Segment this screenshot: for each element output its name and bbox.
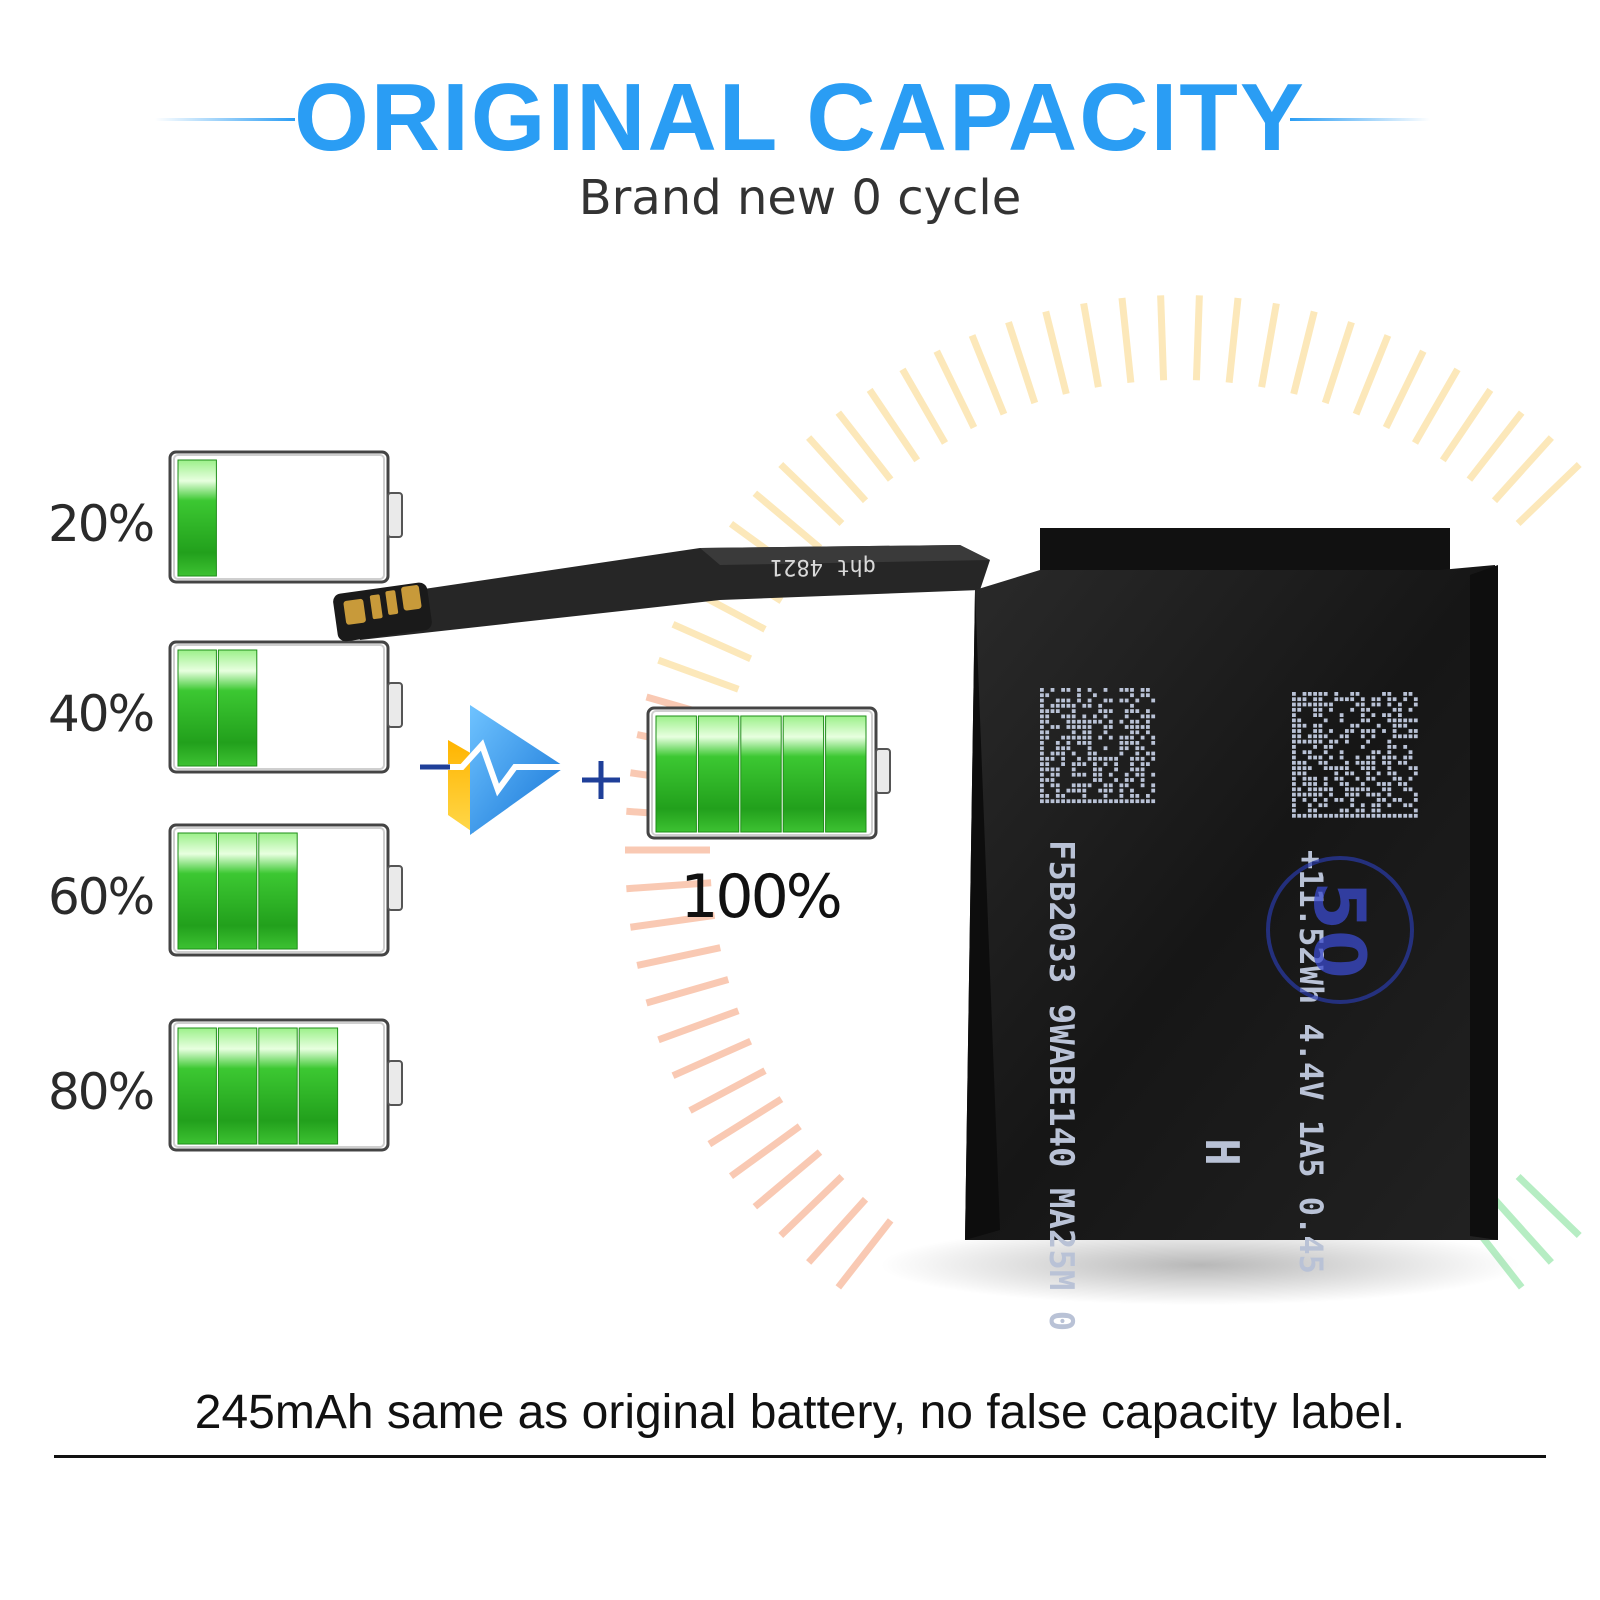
capacity-claim: 245mAh same as original battery, no fals… — [194, 1386, 1406, 1439]
ring-tick — [1491, 1196, 1554, 1265]
battery-cell — [177, 649, 217, 767]
battery-cell — [782, 715, 825, 833]
ring-tick — [1466, 410, 1525, 482]
ring-tick — [1411, 367, 1461, 445]
battery-cell — [258, 832, 298, 950]
battery-full-icon — [646, 706, 891, 840]
ring-tick — [1157, 295, 1168, 381]
ring-tick — [1382, 349, 1427, 430]
ring-tick — [1192, 295, 1203, 381]
battery-cell — [298, 1027, 339, 1145]
ring-tick — [866, 387, 921, 463]
ring-tick — [752, 1149, 823, 1210]
battery-cell — [825, 715, 867, 833]
battery-cell — [177, 459, 217, 577]
battery-print-right: +11.52Wh 4.4V 1A5 0.45 — [1292, 850, 1330, 1274]
level-label-80: 80% — [48, 1063, 155, 1121]
battery-cell — [217, 649, 258, 767]
ring-tick — [1118, 297, 1135, 383]
page-subtitle: Brand new 0 cycle — [578, 170, 1022, 226]
ring-tick — [626, 879, 712, 893]
battery-cell — [217, 832, 258, 950]
ring-tick — [1080, 302, 1102, 388]
ring-tick — [657, 1007, 740, 1044]
ring-tick — [1290, 310, 1318, 395]
lightning-play-icon — [420, 705, 565, 835]
data-matrix-left — [1040, 688, 1156, 804]
ring-tick — [835, 410, 894, 482]
ring-tick — [688, 1067, 767, 1114]
ring-tick — [707, 1096, 784, 1148]
battery-level-20-icon — [168, 450, 403, 584]
ring-tick — [645, 976, 730, 1007]
ring-tick — [1439, 387, 1494, 463]
ring-tick — [778, 1173, 845, 1239]
battery-cell — [740, 715, 782, 833]
ring-tick — [1491, 435, 1554, 504]
ring-tick — [806, 1196, 869, 1265]
ring-tick — [629, 911, 716, 931]
ring-tick — [1515, 461, 1582, 527]
level-label-20: 20% — [48, 495, 155, 553]
battery-level-40-icon — [168, 640, 403, 774]
battery-stamp: 50 — [1298, 881, 1380, 978]
ring-tick — [1005, 321, 1039, 405]
ring-tick — [835, 1218, 894, 1290]
flex-cable-code: qht 4821 — [770, 554, 876, 579]
ring-tick — [1515, 1173, 1582, 1239]
full-battery-label: 100% — [680, 862, 843, 932]
battery-cell — [655, 715, 697, 833]
plus-icon — [582, 761, 620, 799]
footer-rule — [54, 1455, 1546, 1458]
battery-mark: H — [1195, 1138, 1249, 1166]
ring-tick — [1258, 302, 1280, 388]
ring-tick — [1225, 297, 1242, 383]
page-title: ORIGINAL CAPACITY — [294, 64, 1306, 171]
ring-tick — [806, 435, 869, 504]
battery-cell — [258, 1027, 298, 1145]
ring-tick — [933, 349, 978, 430]
ring-tick — [636, 944, 721, 969]
battery-cell — [177, 832, 217, 950]
ring-tick — [728, 1123, 802, 1180]
data-matrix-right — [1292, 692, 1418, 818]
ring-tick — [1042, 310, 1070, 395]
ring-tick — [899, 367, 949, 445]
battery-print-left: F5B2033 9WABE140 MA25M 0 — [1041, 840, 1081, 1331]
ring-tick — [671, 621, 753, 663]
battery-cell — [177, 1027, 217, 1145]
ring-tick — [1352, 334, 1392, 416]
level-label-60: 60% — [48, 868, 155, 926]
ring-tick — [752, 490, 823, 551]
ring-tick — [968, 334, 1008, 416]
ring-tick — [657, 656, 740, 693]
battery-cell — [217, 1027, 258, 1145]
title-rule-left — [155, 118, 295, 121]
ring-tick — [671, 1037, 753, 1079]
ring-tick — [778, 461, 845, 527]
ring-tick — [1321, 321, 1355, 405]
level-label-40: 40% — [48, 685, 155, 743]
battery-level-80-icon — [168, 1018, 403, 1152]
battery-cell — [697, 715, 740, 833]
battery-level-60-icon — [168, 823, 403, 957]
title-rule-right — [1290, 118, 1430, 121]
